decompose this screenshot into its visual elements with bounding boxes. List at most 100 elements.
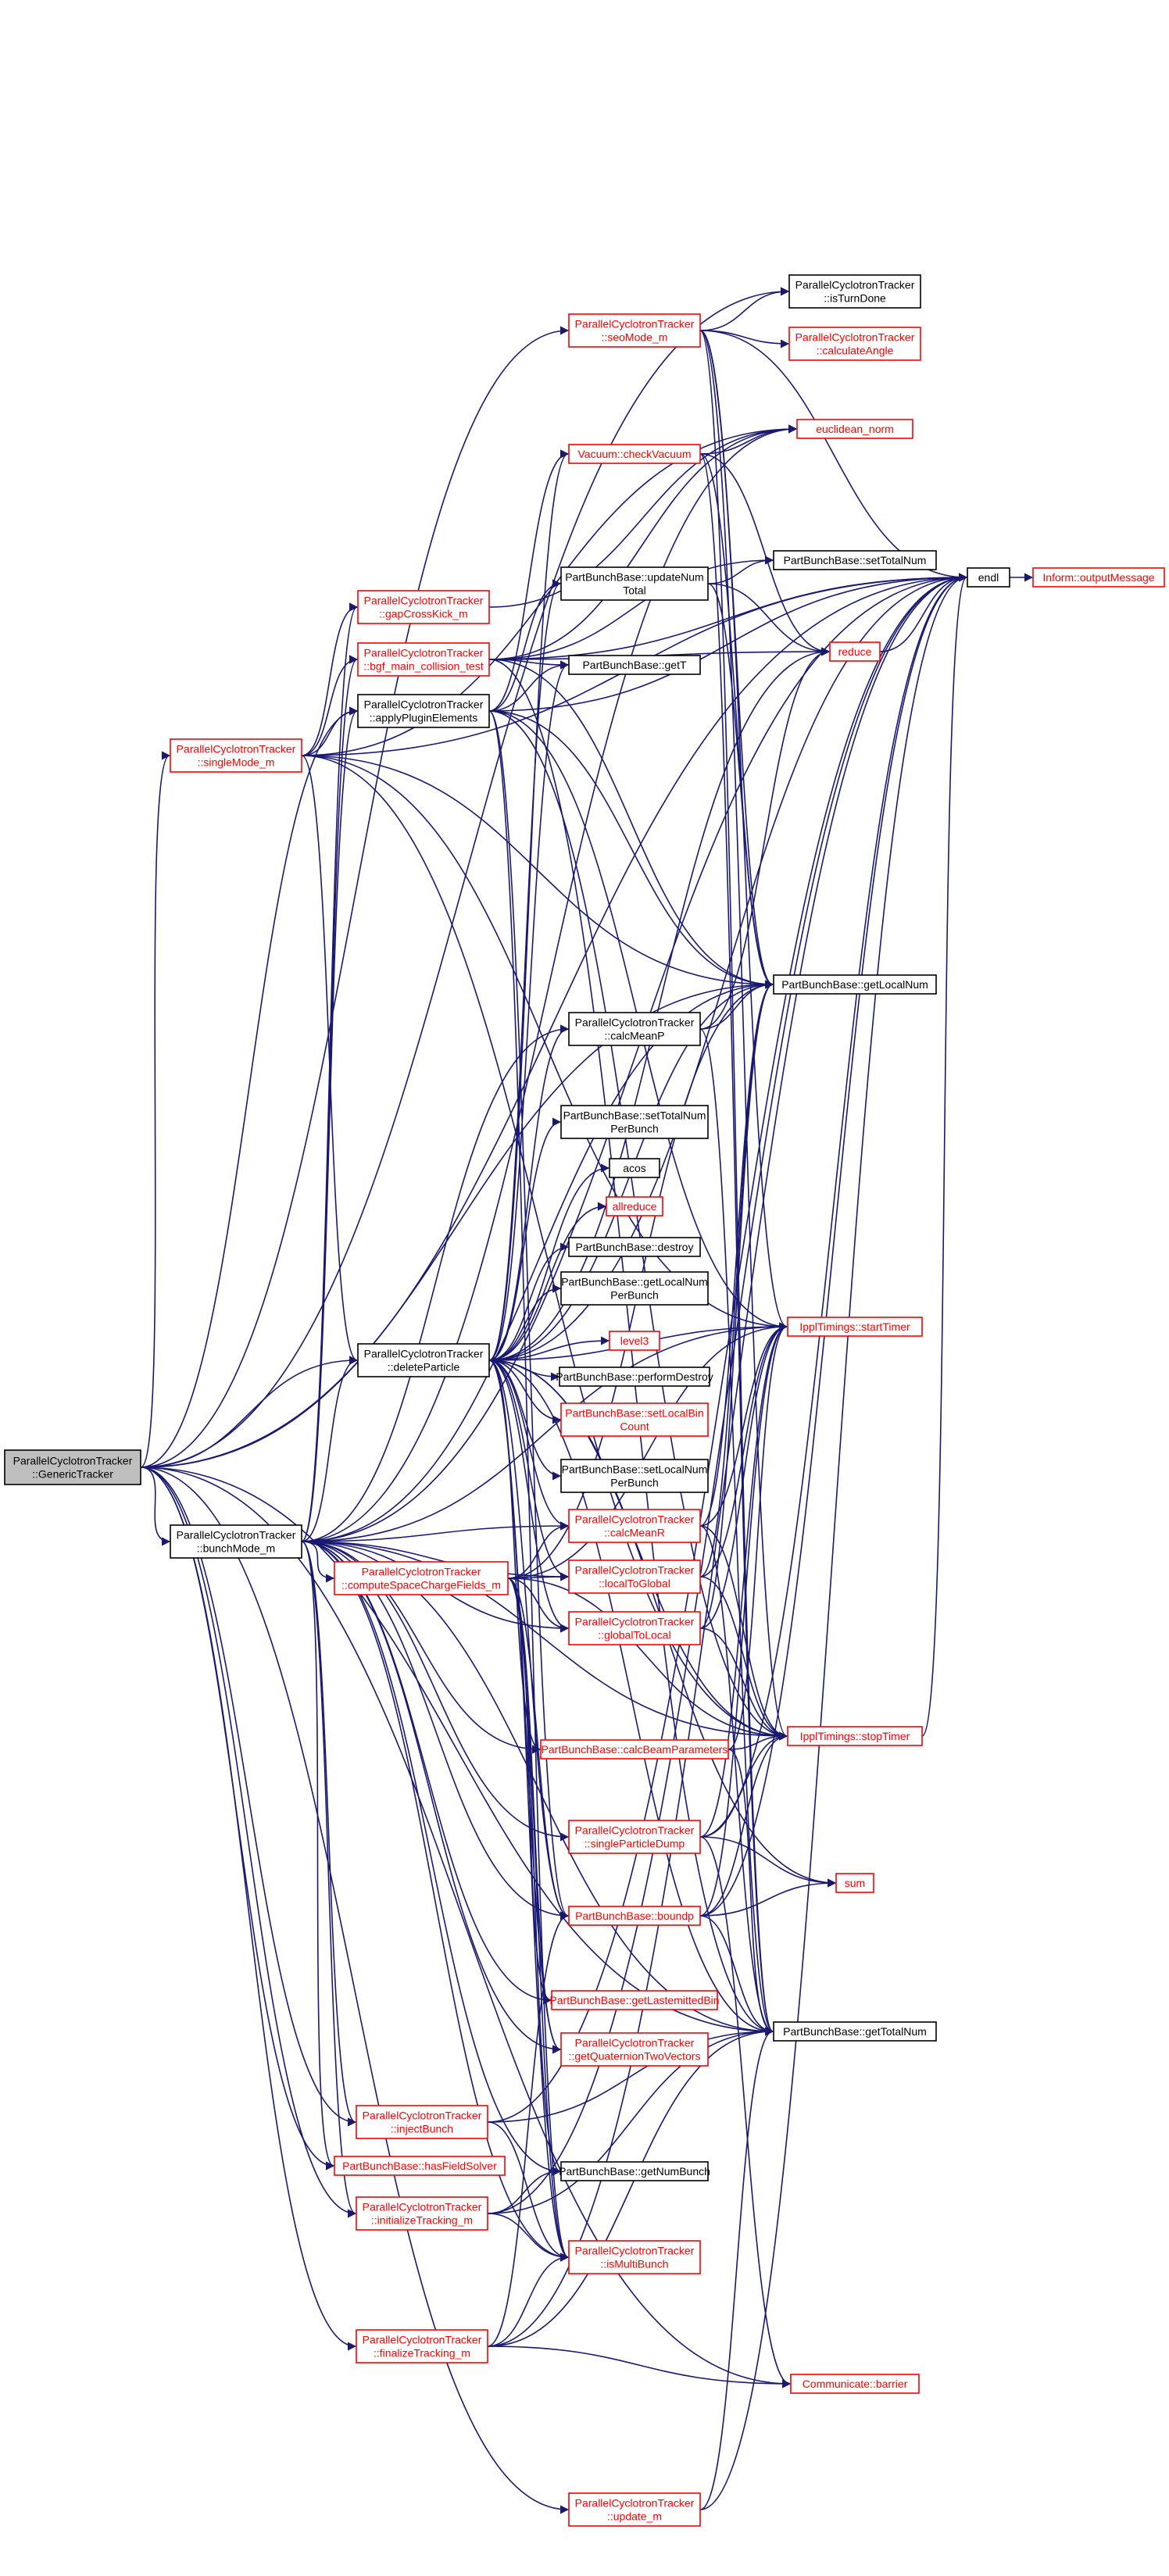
edge-bunchMode-to-gapCrossKick <box>301 602 359 1542</box>
node-box <box>568 1906 701 1926</box>
node-checkVacuum[interactable]: Vacuum::checkVacuum <box>568 444 701 464</box>
node-label: Count <box>620 1420 649 1433</box>
node-box <box>568 1820 701 1854</box>
node-gapCrossKick[interactable]: ParallelCyclotronTracker::gapCrossKick_m <box>357 590 490 624</box>
node-boundp[interactable]: PartBunchBase::boundp <box>568 1906 701 1926</box>
node-barrier[interactable]: Communicate::barrier <box>790 2374 920 2394</box>
edge-deleteParticle-to-getQuaternion <box>488 1359 562 2054</box>
node-destroy[interactable]: PartBunchBase::destroy <box>568 1237 701 1257</box>
node-acos[interactable]: acos <box>609 1158 660 1178</box>
node-label: ParallelCyclotronTracker <box>13 1455 133 1467</box>
edge-finalizeTracking-to-getTotalNum <box>487 2027 774 2347</box>
node-box <box>551 1990 718 2010</box>
node-label: ParallelCyclotronTracker <box>364 647 484 659</box>
edge-singleParticleDump-to-sum <box>699 1836 837 1888</box>
node-setTotalNum[interactable]: PartBunchBase::setTotalNum <box>773 550 937 570</box>
edge-bunchMode-to-initTracking <box>301 1541 357 2218</box>
edge-calcMeanR-to-getTotalNum <box>699 1525 774 2036</box>
node-getLocalNum[interactable]: PartBunchBase::getLocalNum <box>773 974 937 995</box>
node-box <box>560 1402 709 1437</box>
node-getLastemittedBin[interactable]: PartBunchBase::getLastemittedBin <box>549 1990 720 2010</box>
node-bunchMode[interactable]: ParallelCyclotronTracker::bunchMode_m <box>170 1524 302 1559</box>
node-label: ::injectBunch <box>391 2123 453 2135</box>
node-label: PartBunchBase::setTotalNum <box>784 554 927 566</box>
node-finalizeTracking[interactable]: ParallelCyclotronTracker::finalizeTracki… <box>356 2329 488 2363</box>
node-label: ::isTurnDone <box>824 292 886 305</box>
node-calculateAngle[interactable]: ParallelCyclotronTracker::calculateAngle <box>788 327 921 361</box>
node-getTotalNum[interactable]: PartBunchBase::getTotalNum <box>773 2021 937 2042</box>
node-calcMeanP[interactable]: ParallelCyclotronTracker::calcMeanP <box>568 1012 701 1046</box>
node-performDestroy[interactable]: PartBunchBase::performDestroy <box>556 1367 713 1387</box>
node-box <box>790 2374 920 2394</box>
node-localToGlobal[interactable]: ParallelCyclotronTracker::localToGlobal <box>568 1560 701 1594</box>
node-getQuaternion[interactable]: ParallelCyclotronTracker::getQuaternionT… <box>560 2032 709 2067</box>
node-deleteParticle[interactable]: ParallelCyclotronTracker::deleteParticle <box>357 1343 490 1377</box>
edge-checkVacuum-to-getLocalNum <box>699 453 774 989</box>
node-update[interactable]: ParallelCyclotronTracker::update_m <box>568 2492 701 2527</box>
node-hasFieldSolver[interactable]: PartBunchBase::hasFieldSolver <box>334 2156 506 2176</box>
node-applyPlugin[interactable]: ParallelCyclotronTracker::applyPluginEle… <box>357 694 490 728</box>
edge-seoMode-to-endl <box>699 330 968 582</box>
node-box <box>606 1196 663 1217</box>
node-getNumBunch[interactable]: PartBunchBase::getNumBunch <box>559 2161 710 2181</box>
node-isMultiBunch[interactable]: ParallelCyclotronTracker::isMultiBunch <box>568 2240 701 2274</box>
node-box <box>540 1739 729 1760</box>
edge-localToGlobal-to-startTimer <box>699 1322 788 1577</box>
node-root[interactable]: ParallelCyclotronTracker::GenericTracker <box>4 1449 141 1485</box>
node-endl[interactable]: endl <box>967 567 1010 588</box>
node-label: ::GenericTracker <box>32 1468 113 1481</box>
node-reduce[interactable]: reduce <box>829 641 881 662</box>
node-label: PartBunchBase::calcBeamParameters <box>542 1743 728 1756</box>
node-calcBeamParameters[interactable]: PartBunchBase::calcBeamParameters <box>540 1739 729 1760</box>
node-label: PartBunchBase::performDestroy <box>556 1370 713 1383</box>
edge-bunchMode-to-calcMeanR <box>301 1521 570 1542</box>
node-label: PartBunchBase::getLocalNum <box>781 978 928 991</box>
node-box <box>4 1449 141 1485</box>
node-startTimer[interactable]: IpplTimings::startTimer <box>787 1317 923 1337</box>
node-allreduce[interactable]: allreduce <box>606 1196 663 1217</box>
edge-deleteParticle-to-setLocalBinCount <box>488 1359 562 1424</box>
node-box <box>773 550 937 570</box>
edge-updateNumTotal-to-reduce <box>707 583 831 656</box>
node-bgf[interactable]: ParallelCyclotronTracker::bgf_main_colli… <box>357 642 490 677</box>
node-label: ParallelCyclotronTracker <box>795 331 915 344</box>
node-sum[interactable]: sum <box>835 1873 874 1893</box>
edge-root-to-finalizeTracking <box>140 1467 357 2351</box>
node-outputMessage[interactable]: Inform::outputMessage <box>1032 567 1165 588</box>
node-stopTimer[interactable]: IpplTimings::stopTimer <box>787 1726 923 1746</box>
node-injectBunch[interactable]: ParallelCyclotronTracker::injectBunch <box>356 2105 488 2139</box>
node-seoMode[interactable]: ParallelCyclotronTracker::seoMode_m <box>568 313 701 348</box>
node-box <box>788 327 921 361</box>
edge-bunchMode-to-euclidean <box>301 424 798 1542</box>
node-singleMode[interactable]: ParallelCyclotronTracker::singleMode_m <box>170 738 302 773</box>
node-isTurnDone[interactable]: ParallelCyclotronTracker::isTurnDone <box>788 274 921 309</box>
node-computeSC[interactable]: ParallelCyclotronTracker::computeSpaceCh… <box>334 1561 509 1595</box>
node-label: PartBunchBase::getT <box>582 659 687 671</box>
node-calcMeanR[interactable]: ParallelCyclotronTracker::calcMeanR <box>568 1509 701 1543</box>
node-euclidean[interactable]: euclidean_norm <box>796 419 913 439</box>
node-box <box>787 1317 923 1337</box>
node-level3[interactable]: level3 <box>609 1331 660 1351</box>
edge-singleMode-to-euclidean <box>301 424 798 756</box>
node-label: ::bgf_main_collision_test <box>363 660 483 673</box>
node-box <box>967 567 1010 588</box>
node-label: PartBunchBase::boundp <box>575 1910 694 1922</box>
node-singleParticleDump[interactable]: ParallelCyclotronTracker::singleParticle… <box>568 1820 701 1854</box>
edge-bgf-to-getLocalNum <box>488 659 774 989</box>
node-getT[interactable]: PartBunchBase::getT <box>568 655 701 675</box>
edge-root-to-update <box>140 1467 570 2514</box>
node-label: ::singleParticleDump <box>584 1838 685 1850</box>
node-label: ParallelCyclotronTracker <box>575 1616 695 1628</box>
edge-singleParticleDump-to-startTimer <box>699 1322 788 1838</box>
edge-initTracking-to-endl <box>487 573 968 2214</box>
node-globalToLocal[interactable]: ParallelCyclotronTracker::globalToLocal <box>568 1611 701 1645</box>
edge-applyPlugin-to-checkVacuum <box>488 449 570 712</box>
node-initTracking[interactable]: ParallelCyclotronTracker::initializeTrac… <box>356 2196 488 2231</box>
node-label: Communicate::barrier <box>803 2378 908 2390</box>
